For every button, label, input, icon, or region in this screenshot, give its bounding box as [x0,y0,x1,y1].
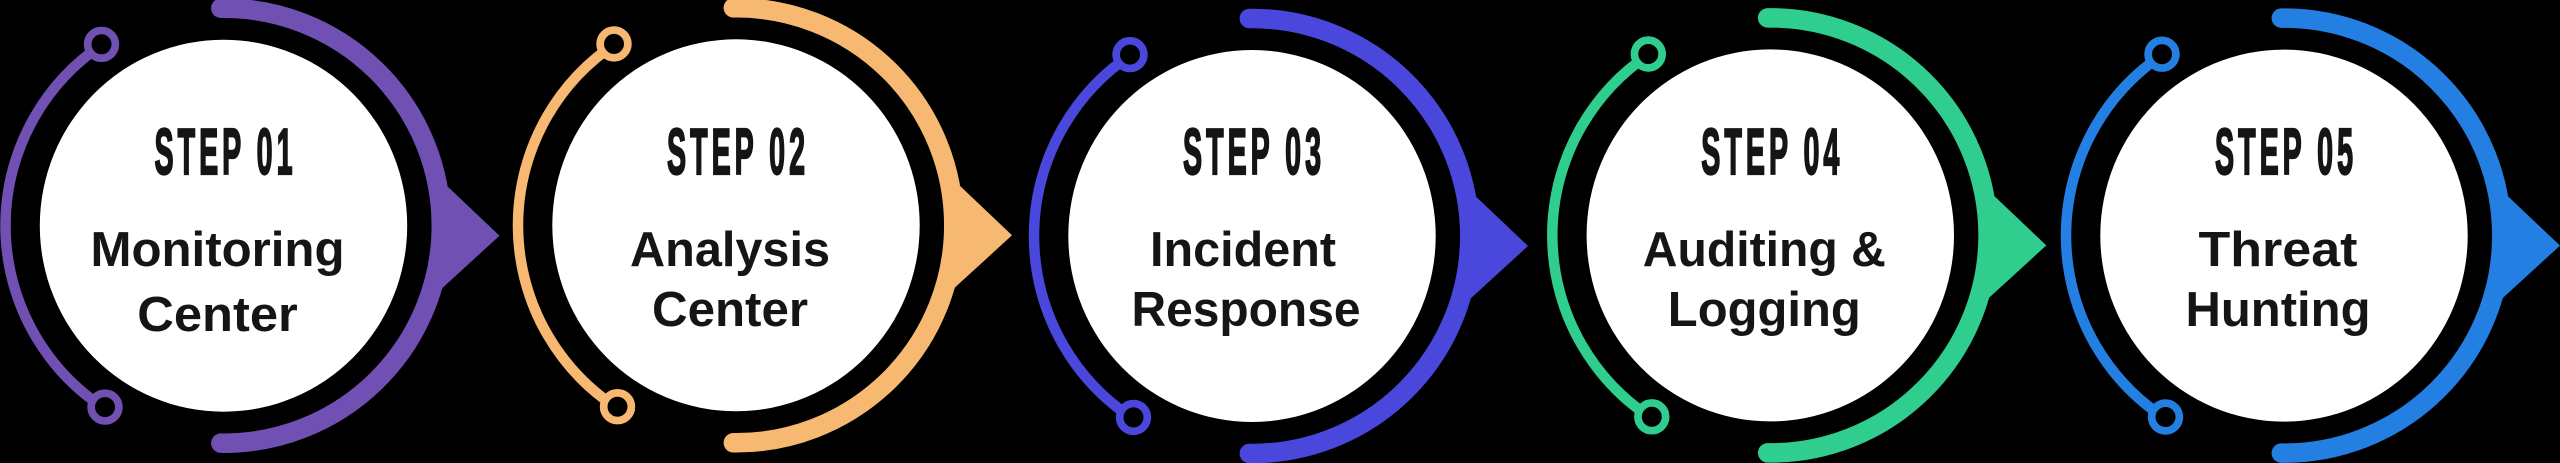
svg-text:Analysis: Analysis [630,222,830,277]
svg-text:Center: Center [137,287,298,342]
svg-text:Response: Response [1132,282,1361,337]
svg-text:Incident: Incident [1150,222,1336,277]
svg-text:STEP 03: STEP 03 [1183,115,1325,188]
svg-text:Auditing &: Auditing & [1643,222,1886,277]
svg-text:Monitoring: Monitoring [91,222,345,277]
svg-text:STEP 01: STEP 01 [155,115,297,188]
svg-text:Center: Center [652,282,808,337]
svg-text:Threat: Threat [2199,222,2358,277]
svg-text:STEP 05: STEP 05 [2215,115,2357,188]
svg-text:STEP 02: STEP 02 [667,115,809,188]
svg-text:Hunting: Hunting [2186,282,2371,337]
svg-text:STEP 04: STEP 04 [1701,115,1843,188]
svg-text:Logging: Logging [1668,282,1861,337]
